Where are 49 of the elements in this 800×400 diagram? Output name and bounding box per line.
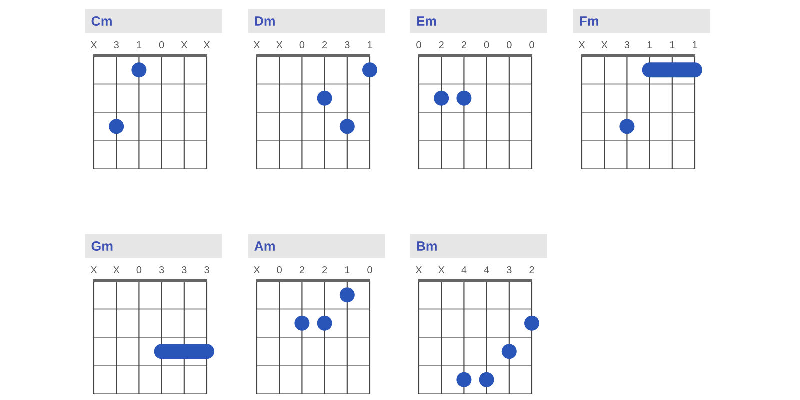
chord-header: Dm: [248, 9, 386, 34]
string-marker: 1: [692, 42, 698, 48]
string-marker: 0: [277, 266, 282, 274]
string-marker: 0: [300, 41, 305, 49]
string-marker: 2: [462, 42, 466, 48]
string-marker: X: [204, 42, 210, 48]
string-marker: X: [602, 42, 608, 48]
string-marker: 1: [368, 42, 372, 48]
string-marker: 0: [530, 41, 534, 49]
chord-header: Em: [410, 9, 548, 34]
string-marker: X: [90, 42, 98, 48]
string-marker: X: [254, 42, 260, 48]
string-marker: 0: [507, 41, 512, 49]
chord-header: Fm: [573, 9, 710, 34]
string-marker: 1: [670, 42, 675, 48]
string-marker: 0: [484, 41, 490, 49]
string-marker: 1: [137, 42, 142, 48]
string-marker: X: [416, 266, 422, 274]
chord-header: Cm: [85, 9, 222, 34]
string-marker: 2: [322, 42, 328, 48]
string-marker: 2: [300, 266, 304, 274]
string-marker: 0: [368, 266, 372, 274]
string-marker: 3: [114, 41, 119, 49]
string-marker: 0: [159, 41, 164, 49]
string-marker: 1: [345, 266, 350, 274]
string-marker: X: [90, 266, 98, 274]
string-marker: X: [114, 266, 120, 274]
string-marker: 3: [624, 41, 630, 49]
string-marker: 1: [648, 42, 652, 48]
string-marker: 2: [439, 42, 444, 48]
string-marker: X: [276, 42, 283, 48]
string-marker: 2: [322, 266, 328, 274]
chord-header: Bm: [410, 234, 548, 258]
string-marker: 4: [484, 266, 490, 274]
string-marker: 0: [136, 266, 142, 274]
string-marker: 3: [159, 266, 164, 274]
string-marker: 4: [462, 266, 467, 274]
string-marker: 3: [204, 266, 210, 274]
string-marker: X: [438, 266, 445, 274]
chord-header: Gm: [85, 234, 222, 258]
string-marker: X: [254, 266, 260, 274]
string-marker: X: [578, 42, 586, 48]
string-marker: X: [181, 42, 188, 48]
string-marker: 0: [416, 41, 422, 49]
string-marker: 3: [345, 41, 350, 49]
string-marker: 3: [507, 266, 512, 274]
chord-header: Am: [248, 234, 386, 258]
string-marker: 3: [182, 266, 187, 274]
string-marker: 2: [530, 266, 534, 274]
